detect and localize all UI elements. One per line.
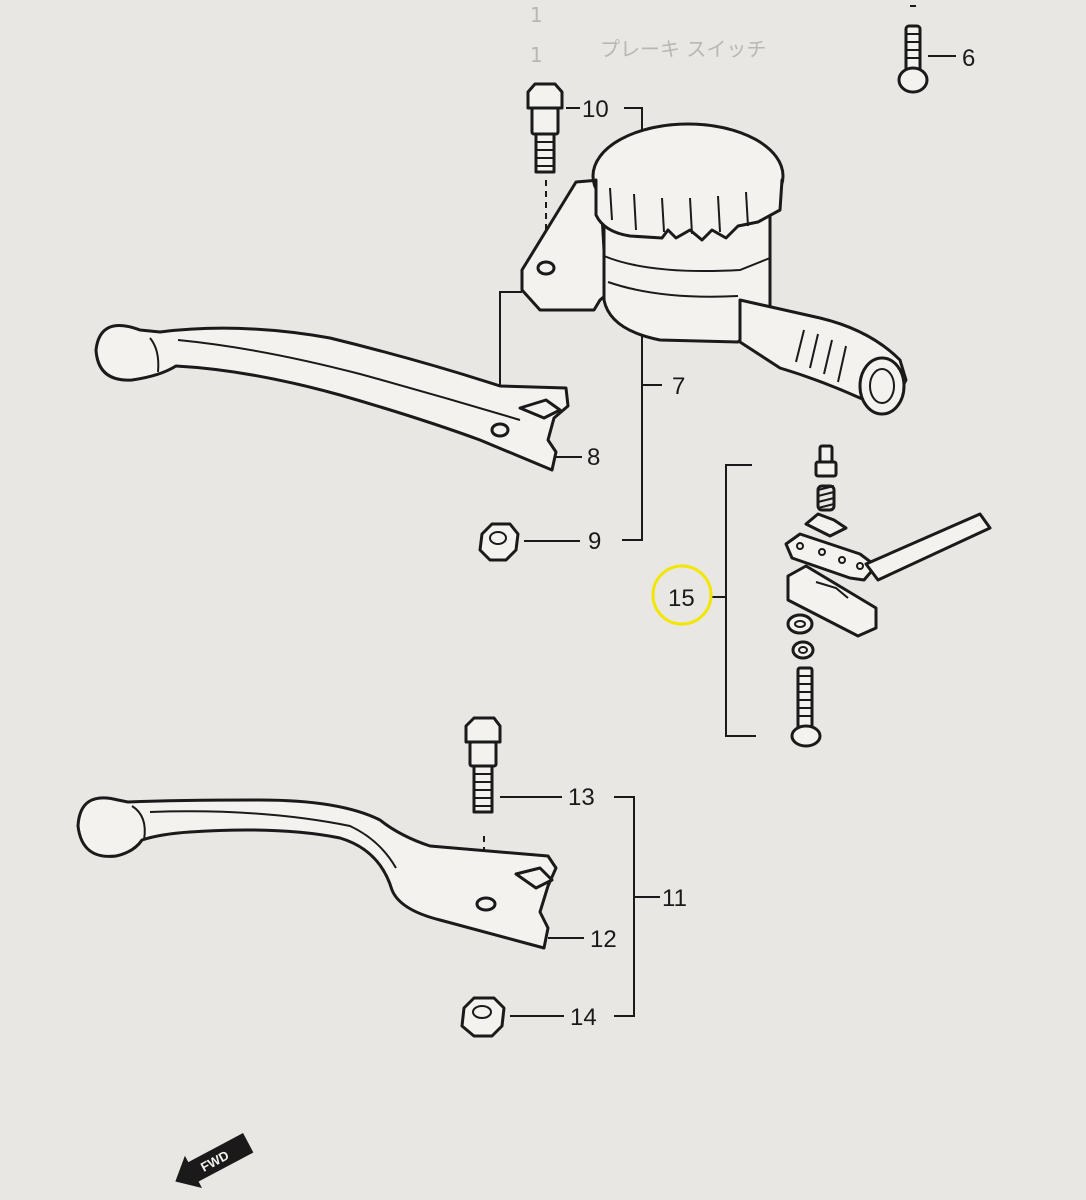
clutch-lever-12: [76, 796, 558, 950]
highlight-circle-15: [651, 564, 713, 626]
label-8: 8: [587, 444, 600, 471]
label-14: 14: [570, 1004, 597, 1031]
bleed-text-2: プレーキ スイッチ: [600, 37, 766, 61]
label-15: 15: [668, 585, 695, 612]
nut-14: [460, 996, 506, 1038]
bolt-10: [526, 82, 564, 260]
brake-lever-8: [94, 324, 570, 472]
brake-switch-assembly: [784, 444, 992, 748]
mount-guide-line: [499, 291, 522, 420]
nut-9: [478, 522, 520, 562]
master-cylinder: [520, 122, 908, 416]
bleed-text-1: 1: [530, 3, 543, 27]
label-13: 13: [568, 784, 595, 811]
label-10: 10: [582, 96, 609, 123]
fwd-arrow: FWD: [175, 1133, 254, 1188]
label-11: 11: [662, 885, 687, 912]
bleed-text-3: 1: [530, 43, 543, 67]
label-6: 6: [962, 45, 975, 72]
bolt-13: [464, 716, 502, 896]
label-12: 12: [590, 926, 617, 953]
bracket-11: [614, 796, 635, 1017]
bracket-15: [725, 464, 756, 737]
label-7: 7: [672, 373, 685, 400]
label-9: 9: [588, 528, 601, 555]
bolt-6: [897, 5, 929, 94]
